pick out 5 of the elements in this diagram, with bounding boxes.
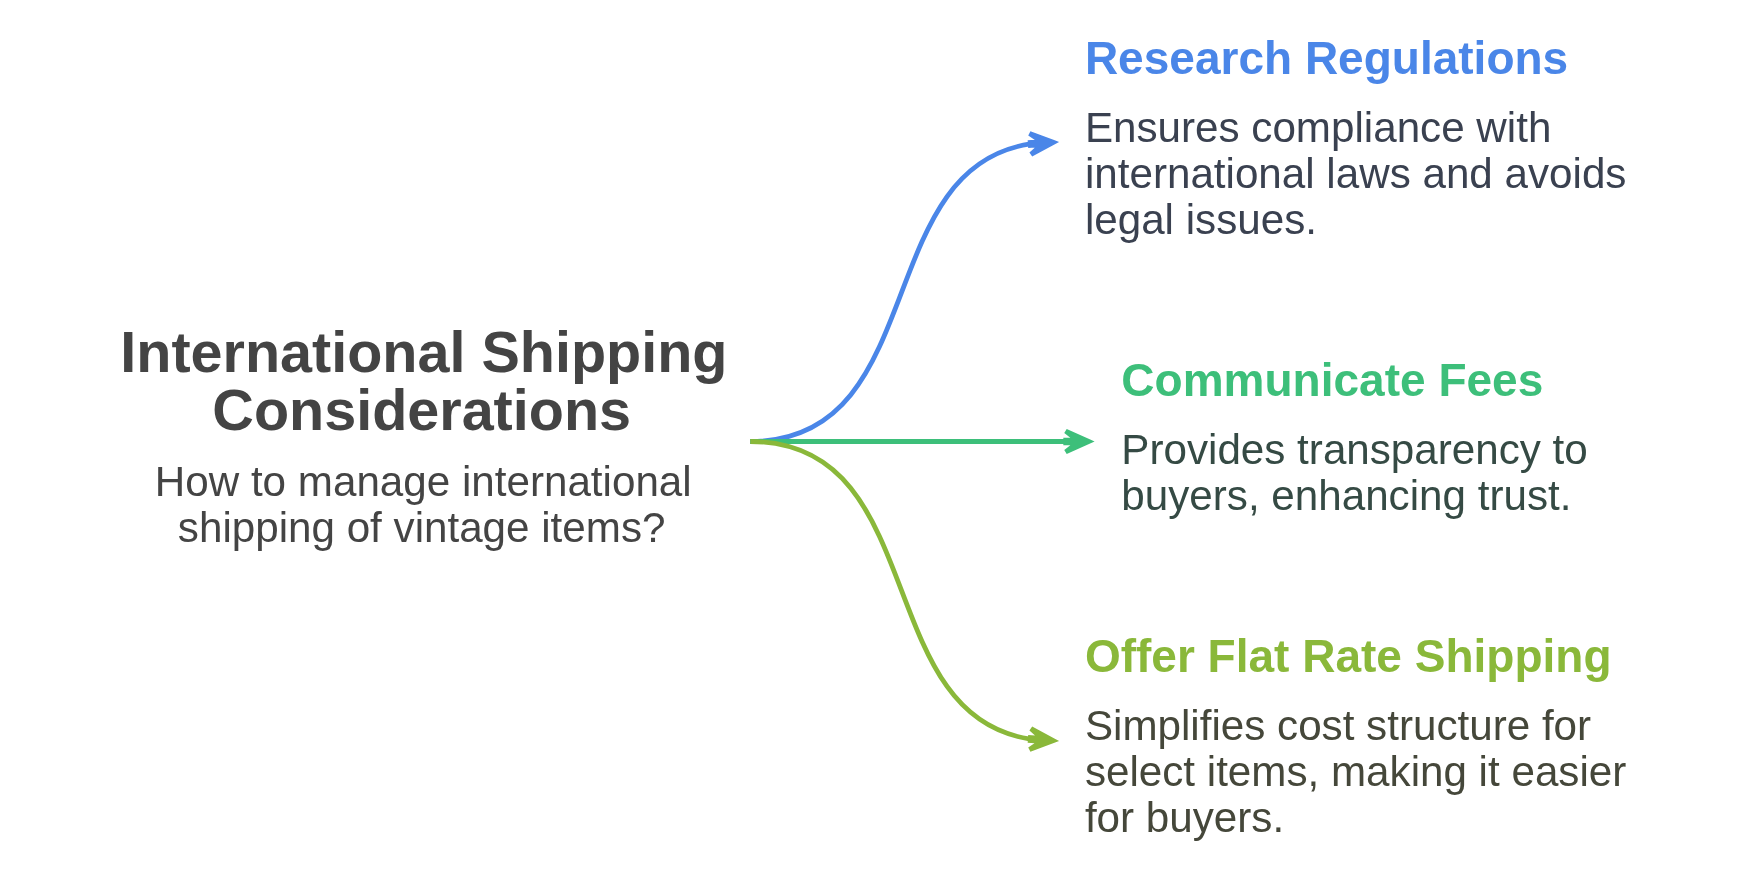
arrow [749, 439, 1056, 752]
node-text: Offer Flat Rate Shipping Simplifies cost structure for select items, making it easier for buyers. [1084, 630, 1626, 841]
node-text: International Shipping Considerations How to manage international shipping of vintage items? [119, 320, 727, 552]
node-text: Communicate Fees Provides transparency to buyers, enhancing trust. [1120, 353, 1588, 519]
node-text: Research Regulations Ensures compliance with international laws and avoids legal issues. [1084, 31, 1626, 243]
